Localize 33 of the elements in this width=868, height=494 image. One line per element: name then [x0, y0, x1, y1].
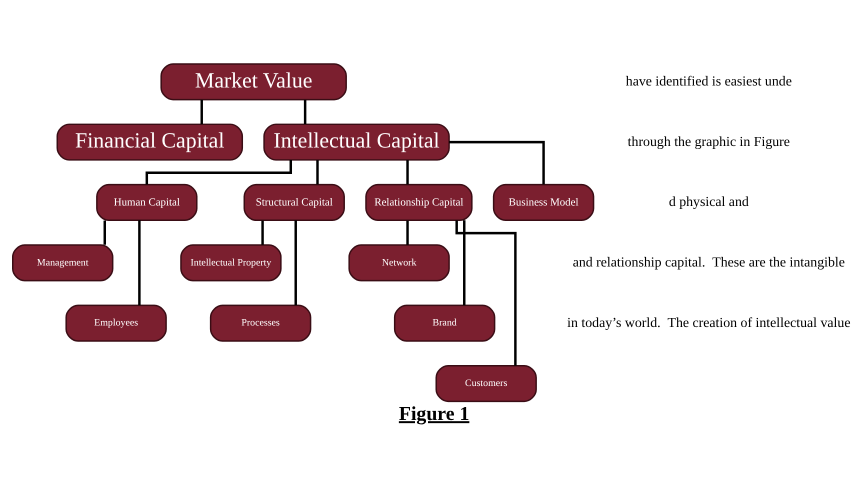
node-box: Relationship Capital	[365, 183, 473, 221]
connector	[294, 220, 297, 305]
node-box: Financial Capital	[56, 123, 244, 160]
label: through the graphic in Figure	[628, 133, 790, 148]
connector	[449, 140, 545, 184]
connector	[200, 99, 203, 124]
connector	[261, 220, 264, 244]
connector	[455, 220, 517, 366]
node-box: Business Model	[492, 183, 594, 221]
node-box: Human Capital	[96, 183, 198, 221]
connector	[406, 220, 409, 244]
label: have identified is easiest unde	[626, 72, 792, 88]
connector	[146, 159, 292, 184]
caption: Figure 1	[398, 402, 470, 425]
node-box: Brand	[394, 304, 496, 342]
connector	[463, 220, 466, 305]
label: in today’s world. The creation of intellectual value	[567, 314, 850, 330]
connector	[304, 99, 306, 124]
connector	[104, 220, 106, 244]
connector	[138, 220, 141, 305]
node-box: Customers	[435, 364, 537, 402]
node-box: Management	[12, 244, 114, 281]
label: d physical and	[668, 194, 749, 209]
connector	[406, 160, 409, 184]
connector	[316, 160, 319, 184]
label: and relationship capital. These are the intangible	[572, 254, 845, 269]
node-box: Network	[348, 244, 450, 281]
node-box: Intellectual Property	[180, 244, 282, 281]
node-box: Processes	[210, 304, 312, 342]
node-box: Employees	[65, 304, 167, 342]
node-box: Structural Capital	[244, 183, 345, 221]
node-box: Market Value	[160, 62, 347, 100]
node-box: Intellectual Capital	[263, 123, 450, 160]
